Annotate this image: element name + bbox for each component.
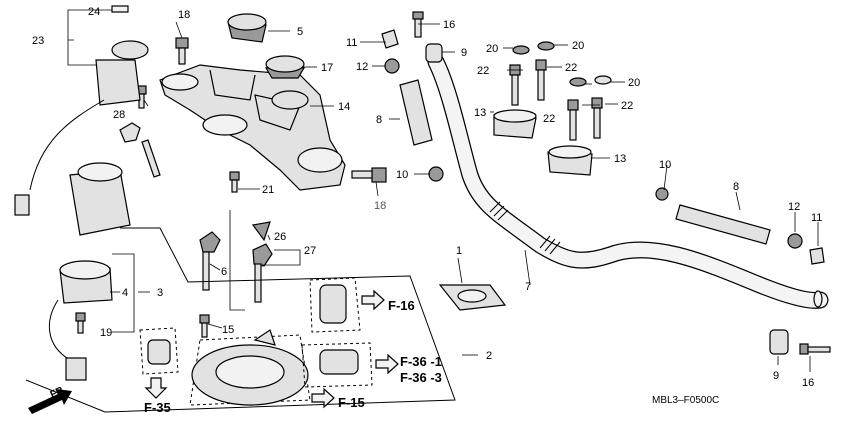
callout-18-top: 18 — [178, 9, 190, 21]
callout-14: 14 — [338, 101, 350, 113]
callout-20-right: 20 — [572, 40, 584, 52]
top-bridge-part — [159, 64, 346, 191]
bolt-22-group — [509, 59, 603, 141]
callout-10-left: 10 — [396, 169, 408, 181]
callout-11-left: 11 — [346, 37, 357, 49]
reference-f36-3: F-36 -3 — [400, 370, 442, 385]
bolt-18-lower — [351, 167, 387, 183]
holder-13-upper — [493, 109, 537, 139]
weight-rod-right — [655, 187, 825, 355]
callout-17: 17 — [321, 62, 333, 74]
callout-5: 5 — [297, 26, 303, 38]
callout-23: 23 — [32, 35, 44, 47]
callout-28: 28 — [113, 109, 125, 121]
bolt-16-bottom — [799, 343, 831, 355]
weight-rod-left — [381, 29, 444, 182]
reference-f15: F-15 — [338, 395, 365, 410]
callout-2: 2 — [486, 350, 492, 362]
callout-16-bottom: 16 — [802, 377, 814, 389]
bolt-18-top — [175, 37, 189, 65]
bolt-16-top — [412, 11, 424, 38]
callout-18-lower: 18 — [374, 200, 386, 212]
reference-f35: F-35 — [144, 400, 171, 415]
callout-22-d: 22 — [621, 100, 633, 112]
keys-part — [119, 122, 273, 303]
callout-15: 15 — [222, 324, 234, 336]
handlebar-part — [427, 53, 829, 309]
callout-13-upper: 13 — [474, 107, 486, 119]
reference-f16: F-16 — [388, 298, 415, 313]
callout-9-bottom: 9 — [773, 370, 779, 382]
callout-20-left: 20 — [486, 43, 498, 55]
seal-part — [264, 55, 306, 79]
callout-8-right: 8 — [733, 181, 739, 193]
holder-13-lower — [547, 145, 593, 176]
callout-22-b: 22 — [565, 62, 577, 74]
bolt-21 — [229, 171, 240, 193]
plate-part — [438, 284, 507, 311]
diagram-code: MBL3–F0500C — [652, 395, 719, 406]
ignition-switch-part — [14, 5, 149, 216]
callout-1: 1 — [456, 245, 462, 257]
reference-f36-1: F-36 -1 — [400, 354, 442, 369]
callout-22-a: 22 — [477, 65, 489, 77]
reference-arrows — [144, 289, 399, 409]
callout-22-c: 22 — [543, 113, 555, 125]
callout-3: 3 — [157, 287, 163, 299]
callout-21: 21 — [262, 184, 274, 196]
callout-8-left: 8 — [376, 114, 382, 126]
callout-16-top: 16 — [443, 19, 455, 31]
cap-20-group — [512, 41, 612, 87]
cap-part — [227, 13, 267, 43]
callout-4: 4 — [122, 287, 128, 299]
callout-19: 19 — [100, 327, 112, 339]
fuel-cap-lock-set-box — [25, 227, 456, 413]
callout-26: 26 — [274, 231, 286, 243]
callout-20-lower: 20 — [628, 77, 640, 89]
callout-12-right: 12 — [788, 201, 800, 213]
bolt-15 — [199, 314, 210, 338]
callout-11-right: 11 — [811, 212, 822, 224]
callout-9-top: 9 — [461, 47, 467, 59]
callout-7: 7 — [525, 281, 531, 293]
callout-6: 6 — [221, 266, 227, 278]
front-arrow-icon — [28, 389, 72, 414]
callout-10-right: 10 — [659, 159, 671, 171]
callout-13-lower: 13 — [614, 153, 626, 165]
callout-12-left: 12 — [356, 61, 368, 73]
lock-set-part — [48, 162, 131, 381]
callout-27: 27 — [304, 245, 316, 257]
leader-lines — [67, 9, 819, 372]
bolt-19 — [75, 312, 86, 334]
callout-24: 24 — [88, 6, 100, 18]
